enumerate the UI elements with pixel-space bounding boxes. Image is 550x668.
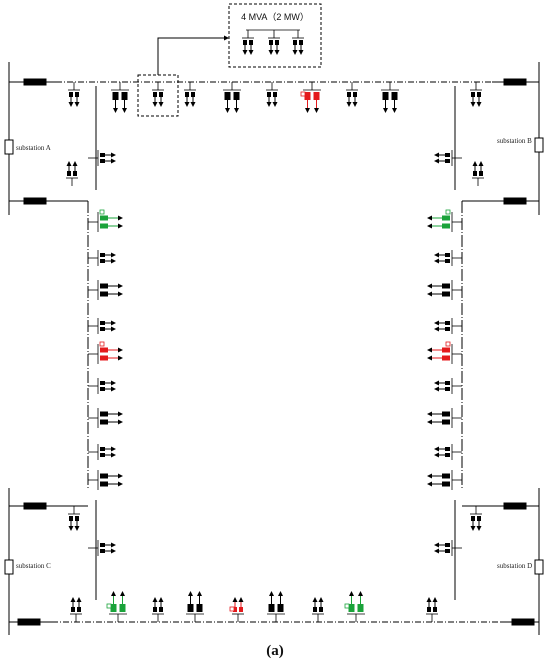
right-upper-small [472, 161, 484, 186]
figure-caption: (a) [266, 643, 284, 659]
bottom-unit-2 [152, 597, 164, 622]
left-unit-10 [88, 540, 116, 556]
right-unit-10 [434, 540, 462, 556]
bottom-unit-8 [426, 597, 438, 622]
left-upper-small [66, 161, 78, 186]
right-lower-small [470, 506, 482, 531]
right-unit-5 [427, 341, 462, 364]
left-unit-4 [88, 318, 116, 334]
right-unit-8 [434, 444, 462, 460]
left-unit-5 [88, 341, 123, 364]
right-unit-2 [434, 250, 462, 266]
left-unit-0 [88, 150, 116, 166]
bottom-unit-1 [106, 591, 127, 622]
right-unit-3 [427, 280, 462, 300]
inset-unit-2 [292, 30, 304, 55]
left-unit-6 [88, 378, 116, 394]
right-unit-6 [434, 378, 462, 394]
inset-units [242, 29, 304, 55]
inset-label: 4 MVA（2 MW） [241, 12, 309, 22]
top-unit-0 [111, 82, 129, 113]
bottom-unit-4 [229, 597, 244, 622]
top-unit-right-small [470, 82, 482, 107]
highlight-box [137, 74, 179, 117]
bottom-unit-6 [312, 597, 324, 622]
top-unit-2 [223, 82, 241, 113]
right-unit-4 [434, 318, 462, 334]
left-unit-8 [88, 444, 116, 460]
breaker-top-left [23, 78, 47, 86]
left-unit-9 [88, 470, 123, 490]
inset-box [228, 3, 322, 68]
top-unit-highlighted [152, 82, 164, 107]
top-unit-6 [381, 82, 399, 113]
right-unit-0 [434, 150, 462, 166]
feeder-frame [4, 3, 544, 635]
substation-b-label: substation B [497, 137, 532, 145]
inset-unit-1 [268, 30, 280, 55]
right-unit-9 [427, 470, 462, 490]
bottom-unit-5 [267, 591, 285, 622]
left-unit-2 [88, 250, 116, 266]
top-unit-left-small [68, 82, 80, 107]
substation-d-label: substation D [497, 562, 532, 570]
bottom-unit-3 [186, 591, 204, 622]
left-lower-small [68, 506, 80, 531]
inset-pointer [157, 35, 229, 75]
left-unit-3 [88, 280, 123, 300]
top-unit-3 [266, 82, 278, 107]
right-unit-7 [427, 408, 462, 428]
inset-unit-0 [242, 30, 254, 55]
breaker-top-right [503, 78, 527, 86]
top-unit-1 [184, 82, 196, 107]
right-unit-1 [427, 209, 462, 232]
substation-c-label: substation C [16, 562, 51, 570]
left-unit-1 [88, 209, 123, 232]
load-units [66, 82, 484, 622]
top-unit-5 [346, 82, 358, 107]
top-unit-4 [300, 82, 321, 113]
substation-a-label: substation A [16, 144, 51, 152]
left-unit-7 [88, 408, 123, 428]
bottom-unit-7 [344, 591, 365, 622]
bottom-unit-0 [70, 597, 82, 622]
